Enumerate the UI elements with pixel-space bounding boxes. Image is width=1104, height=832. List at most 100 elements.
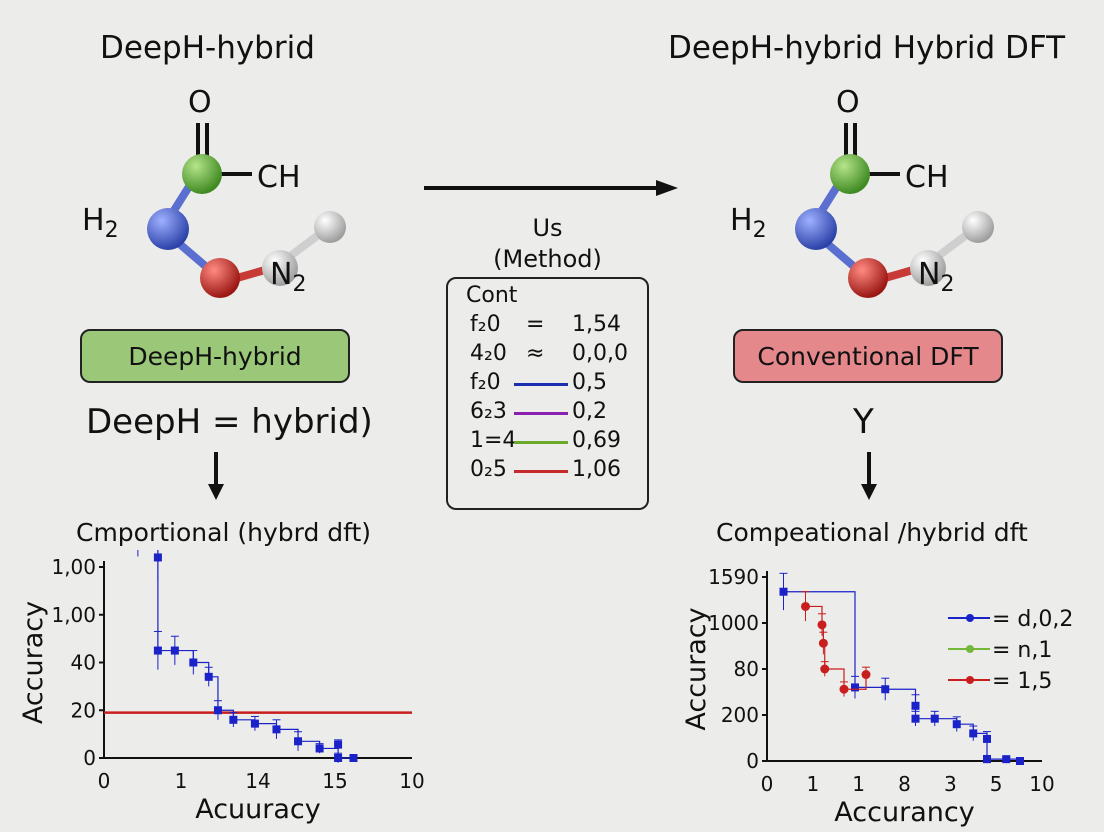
method-row-right: 0,0,0 xyxy=(572,341,628,366)
y-tick-label: 200 xyxy=(721,703,759,727)
x-tick-label: 0 xyxy=(98,769,111,793)
y-tick-label: 20 xyxy=(71,698,96,722)
right-title: DeepH-hybrid Hybrid DFT xyxy=(668,30,1066,66)
method-row-swatch xyxy=(514,441,568,444)
x-tick-label: 10 xyxy=(1029,772,1054,796)
nitrogen-atom xyxy=(795,208,837,250)
hydrogen-atom xyxy=(262,250,298,286)
data-point xyxy=(911,714,920,723)
data-point xyxy=(229,715,238,724)
left-title: DeepH-hybrid xyxy=(100,30,315,66)
data-point xyxy=(930,714,939,723)
data-point xyxy=(189,658,198,667)
oxygen-atom xyxy=(848,258,888,298)
left-down-arrow xyxy=(208,452,224,500)
data-point xyxy=(334,754,343,762)
data-point xyxy=(315,744,324,753)
method-row-swatch xyxy=(514,412,568,415)
y-axis-label: Accuracy xyxy=(681,607,712,730)
oxygen-atom xyxy=(200,258,240,298)
legend-marker xyxy=(966,614,974,622)
method-row: 6₂3 0,2 xyxy=(448,399,647,427)
data-point xyxy=(983,755,991,764)
legend-marker xyxy=(966,645,974,653)
method-row-left: 1=4 xyxy=(470,428,517,453)
y-tick-label: 0 xyxy=(746,749,759,773)
y-tick-label: 40 xyxy=(71,651,96,675)
data-point xyxy=(204,672,213,681)
right-equation: Y xyxy=(853,402,874,442)
x-tick-label: 5 xyxy=(990,772,1003,796)
method-row-right: 1,54 xyxy=(572,312,621,337)
data-point xyxy=(170,646,179,655)
data-point xyxy=(1002,755,1011,764)
y-tick-label: 80 xyxy=(734,657,759,681)
data-point xyxy=(818,638,828,648)
method-row-left: 4₂0 xyxy=(470,341,507,366)
data-point xyxy=(983,734,991,743)
hydrogen-atom xyxy=(910,250,946,286)
x-tick-label: 0 xyxy=(761,772,774,796)
legend-marker xyxy=(966,676,974,684)
atom-label-h2: H2 xyxy=(82,203,119,243)
method-row-left: f₂0 xyxy=(470,312,501,337)
x-tick-label: 10 xyxy=(399,769,424,793)
data-point xyxy=(272,725,281,734)
data-point xyxy=(969,729,978,738)
y-tick-label: 1000 xyxy=(708,611,759,635)
hydrogen-atom xyxy=(962,211,994,243)
atom-label-ch: CH xyxy=(257,160,301,195)
atom-label-o: O xyxy=(836,85,860,120)
data-point xyxy=(817,620,827,630)
hydrogen-atom xyxy=(314,211,346,243)
legend-label: = n,1 xyxy=(992,638,1052,663)
x-tick-label: 14 xyxy=(245,769,270,793)
data-point xyxy=(213,706,222,715)
atom-label-n2: N2 xyxy=(918,257,955,297)
y-tick-label: 1590 xyxy=(708,565,759,589)
carbon-atom xyxy=(182,154,222,194)
process-arrow xyxy=(424,180,678,196)
data-point xyxy=(911,701,920,710)
method-row: 4₂0≈0,0,0 xyxy=(448,341,647,369)
right-molecule: O CH H2 N2 xyxy=(728,85,1028,325)
x-tick-label: 1 xyxy=(175,769,188,793)
method-row-right: 1,06 xyxy=(572,457,621,482)
method-label: Us (Method) xyxy=(446,213,649,275)
data-point xyxy=(250,719,259,728)
atom-label-o: O xyxy=(188,85,212,120)
method-box-header: Cont xyxy=(466,283,518,308)
method-row-right: 0,2 xyxy=(572,399,607,424)
method-row-left: 6₂3 xyxy=(470,399,507,424)
data-point xyxy=(952,720,961,729)
legend-label: = d,0,2 xyxy=(992,607,1073,632)
conventional-dft-badge: Conventional DFT xyxy=(733,329,1003,383)
method-label-line2: (Method) xyxy=(493,245,602,273)
data-point xyxy=(801,601,810,611)
data-point xyxy=(294,737,303,746)
atom-label-ch: CH xyxy=(905,160,949,195)
data-point xyxy=(881,685,890,694)
y-axis-label: Accuracy xyxy=(18,601,49,724)
data-point xyxy=(779,587,788,596)
x-tick-label: 3 xyxy=(944,772,957,796)
atom-label-n2: N2 xyxy=(270,257,307,297)
method-row-sep: = xyxy=(526,312,545,337)
data-point xyxy=(861,670,871,680)
x-tick-label: 8 xyxy=(898,772,911,796)
method-row-swatch xyxy=(514,470,568,473)
method-row-left: f₂0 xyxy=(470,370,501,395)
left-molecule: O CH H2 N2 xyxy=(80,85,380,325)
data-point xyxy=(1016,757,1024,765)
data-point xyxy=(334,740,343,749)
carbon-atom xyxy=(830,154,870,194)
data-point xyxy=(839,684,849,694)
method-row: f₂0 = 1,54 xyxy=(448,312,647,340)
legend-label: = 1,5 xyxy=(992,669,1052,694)
